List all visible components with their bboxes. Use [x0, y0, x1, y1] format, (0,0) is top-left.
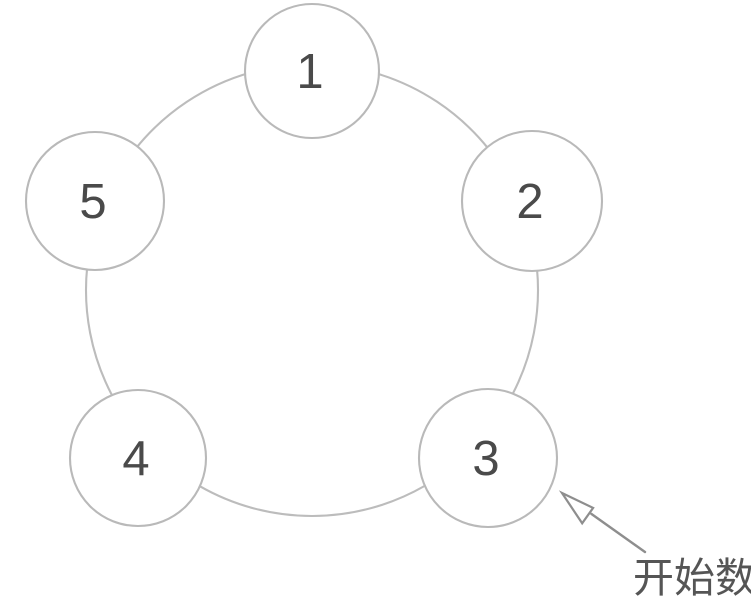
node-2[interactable]: 2	[460, 129, 604, 273]
node-5-circle[interactable]	[24, 130, 166, 272]
edge-node2-node3	[511, 267, 540, 395]
node-3[interactable]: 3	[417, 387, 559, 529]
edge-node4-node5	[84, 265, 114, 397]
node-5-label: 5	[79, 175, 106, 229]
ring-arc-group	[84, 71, 540, 517]
node-1-label: 1	[296, 45, 323, 99]
node-2-circle[interactable]	[460, 129, 604, 273]
edge-node1-node2	[372, 71, 490, 150]
node-4[interactable]: 4	[68, 388, 208, 528]
annotation-group: 开始数	[558, 490, 751, 602]
annotation-arrow-line	[590, 512, 647, 554]
node-3-label: 3	[472, 432, 499, 486]
annotation-label: 开始数	[633, 554, 751, 602]
node-1-circle[interactable]	[243, 2, 381, 140]
node-2-label: 2	[516, 175, 543, 229]
node-1[interactable]: 1	[243, 2, 381, 140]
edge-node3-node4	[198, 484, 426, 517]
node-group: 1 2 3 4 5	[24, 2, 604, 529]
edge-node5-node1	[134, 71, 252, 150]
node-4-circle[interactable]	[68, 388, 208, 528]
node-3-circle[interactable]	[417, 387, 559, 529]
arrow-head-icon	[558, 490, 595, 526]
node-4-label: 4	[122, 432, 149, 486]
node-5[interactable]: 5	[24, 130, 166, 272]
